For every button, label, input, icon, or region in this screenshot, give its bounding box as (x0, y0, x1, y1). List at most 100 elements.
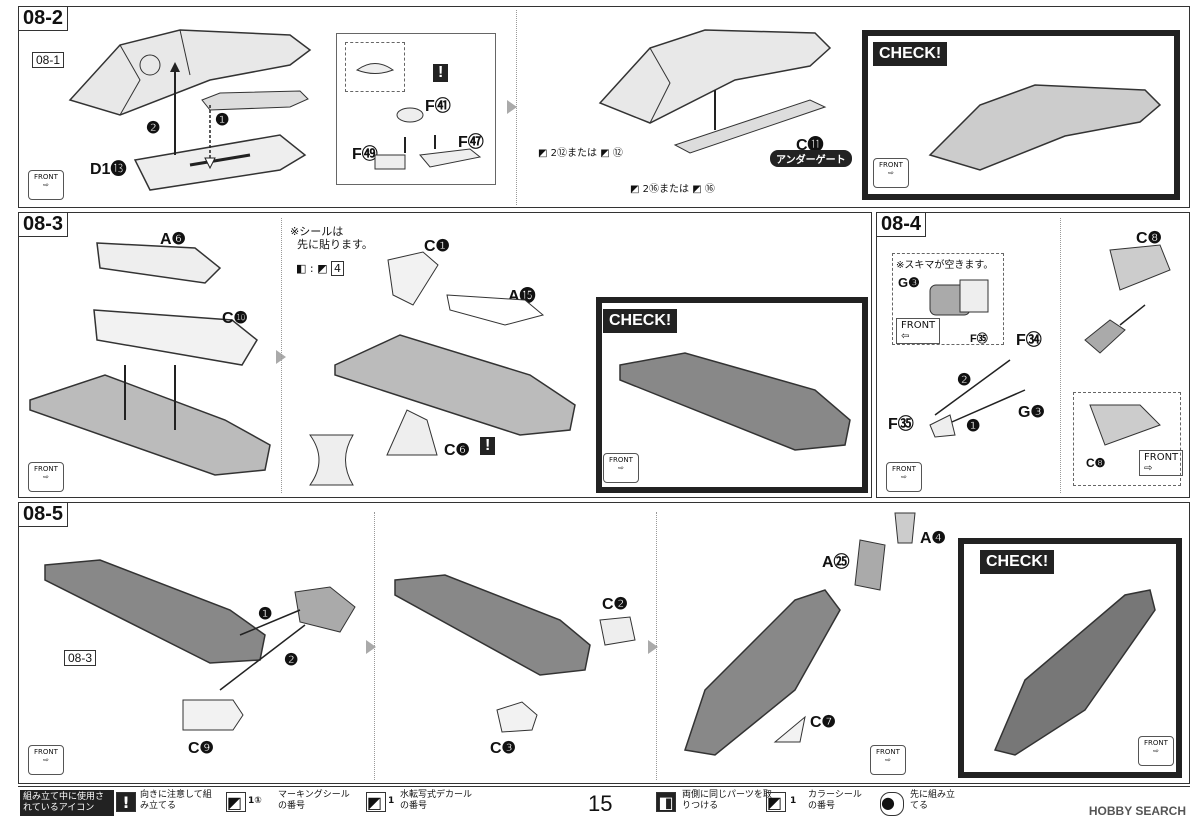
part-label-c11: C⓫ (796, 137, 824, 154)
front-indicator: FRONT⇨ (886, 462, 922, 492)
gap-note: ※スキマが空きます。 (896, 260, 994, 271)
part-label-c3: C❸ (490, 740, 516, 757)
c9-connector (294, 586, 356, 633)
front-indicator: FRONT⇨ (870, 745, 906, 775)
part-f41-shape (396, 107, 424, 123)
part-c2-shape (599, 616, 636, 646)
hull-08-5a (44, 559, 266, 664)
hull-08-5b (394, 574, 591, 676)
c9-arrow (219, 609, 306, 691)
color-sticker-icon: ◩ (766, 792, 786, 812)
undergate-badge: アンダーゲート (770, 150, 852, 167)
icon-legend-bar (18, 786, 1190, 825)
c8-detail (1089, 404, 1161, 446)
hull-08-5c (684, 589, 841, 756)
part-label-c9: C❾ (188, 740, 214, 757)
part-label-f35: F㉟ (888, 416, 914, 433)
front-indicator-check: FRONT⇨ (873, 158, 909, 188)
part-c6-shape (386, 409, 438, 456)
fuselage-assembled (598, 29, 832, 124)
c8-part (1109, 244, 1171, 291)
lower-part-d1 (133, 134, 307, 191)
caution-icon: ! (480, 437, 496, 455)
order-2: ❷ (284, 652, 299, 669)
order-1: ❶ (258, 606, 273, 623)
watermark: HOBBY SEARCH (1088, 804, 1186, 818)
step-number: 08-5 (19, 503, 69, 527)
flow-arrow (366, 640, 376, 654)
part-c1-shape (387, 251, 439, 306)
part-c3-shape (496, 701, 538, 733)
part-label-c6: C❻ (444, 442, 470, 459)
step-number: 08-2 (19, 7, 69, 31)
caution-icon: ! (116, 792, 136, 812)
panel-divider (656, 512, 657, 780)
part-label-c8-b: C❽ (1086, 456, 1106, 470)
step-number: 08-3 (19, 213, 69, 237)
legend-item-preassemble: 先に組み立てる (910, 790, 956, 811)
legend-item-marking: マーキングシールの番号 (278, 790, 350, 811)
order-2: ❷ (146, 120, 161, 137)
front-arrow-inset: FRONT⇦ (896, 318, 941, 344)
legend-item-decal: 水転写式デカールの番号 (400, 790, 473, 811)
check-hull-08-5 (993, 589, 1156, 756)
part-label-a25: A㉕ (822, 554, 850, 571)
small-parts (374, 135, 482, 170)
check-hull (619, 352, 851, 451)
legend-num-1: 1① (248, 796, 262, 806)
decal-icon: ◩ (366, 792, 386, 812)
f35-assembly-arrows (929, 359, 1026, 438)
part-label-f35-inset: F㉟ (970, 333, 988, 345)
small-cap-part (355, 63, 395, 74)
panel-divider (516, 10, 517, 205)
part-label-d1: D1⓭ (90, 161, 127, 178)
part-label-g3: G❸ (898, 275, 920, 290)
panel-divider (281, 218, 282, 493)
page-number: 15 (588, 791, 613, 816)
sticker-num: ◧ : ◩ 4 (296, 261, 344, 276)
part-a6 (96, 242, 222, 284)
step-panel-08-5 (18, 502, 1190, 784)
ref-step-label: 08-3 (64, 650, 97, 666)
legend-item-caution: 向きに注意して組み立てる (140, 790, 212, 811)
check-label: CHECK! (603, 309, 678, 333)
flow-arrow (648, 640, 658, 654)
order-1: ❶ (215, 112, 230, 129)
part-label-a6: A❻ (160, 231, 186, 248)
both-sides-icon: ◧ (656, 792, 676, 812)
front-indicator-check: FRONT⇨ (603, 453, 639, 483)
fuselage-part-illustration (68, 29, 312, 116)
sticker-note: ※シールは 先に貼ります。 (290, 225, 373, 251)
step-panel-08-3 (18, 212, 872, 498)
part-c9-shape (182, 699, 244, 731)
hull-assembly (334, 334, 576, 436)
marking-note-1: ◩ 2⑫または ◩ ⑫ (538, 148, 623, 159)
legend-item-both-sides: 両側に同じパーツを取りつける (682, 790, 772, 811)
part-label-c8: C❽ (1136, 230, 1162, 247)
panel-divider (1060, 218, 1061, 493)
part-label-f47: F㊼ (458, 134, 484, 151)
legend-num-2: 1 (388, 796, 395, 806)
gap-inset (892, 253, 1004, 345)
part-a25-shape (854, 539, 886, 591)
part-label-c1: C❶ (424, 238, 450, 255)
detail-subinset (345, 42, 405, 92)
f35-part-attach (1084, 304, 1146, 354)
part-a15-shape (446, 294, 545, 326)
check-label: CHECK! (873, 42, 948, 66)
front-indicator: FRONT⇨ (28, 745, 64, 775)
caution-icon: ! (433, 64, 449, 82)
part-label-c10: C❿ (222, 310, 248, 327)
check-fuselage (928, 84, 1162, 171)
ref-step-label: 08-1 (32, 52, 65, 68)
part-label-c7: C❼ (810, 714, 836, 731)
detail-inset (336, 33, 496, 185)
rail-c11 (673, 90, 827, 154)
assembly-arrows (170, 62, 216, 170)
part-label-f41: F㊶ (425, 98, 451, 115)
c8-detail-inset (1073, 392, 1181, 486)
marking-note-2: ◩ 2⑯または ◩ ⑯ (630, 184, 715, 195)
order-1: ❶ (966, 418, 981, 435)
check-label: CHECK! (980, 550, 1055, 574)
part-label-f49: F㊾ (352, 146, 378, 163)
